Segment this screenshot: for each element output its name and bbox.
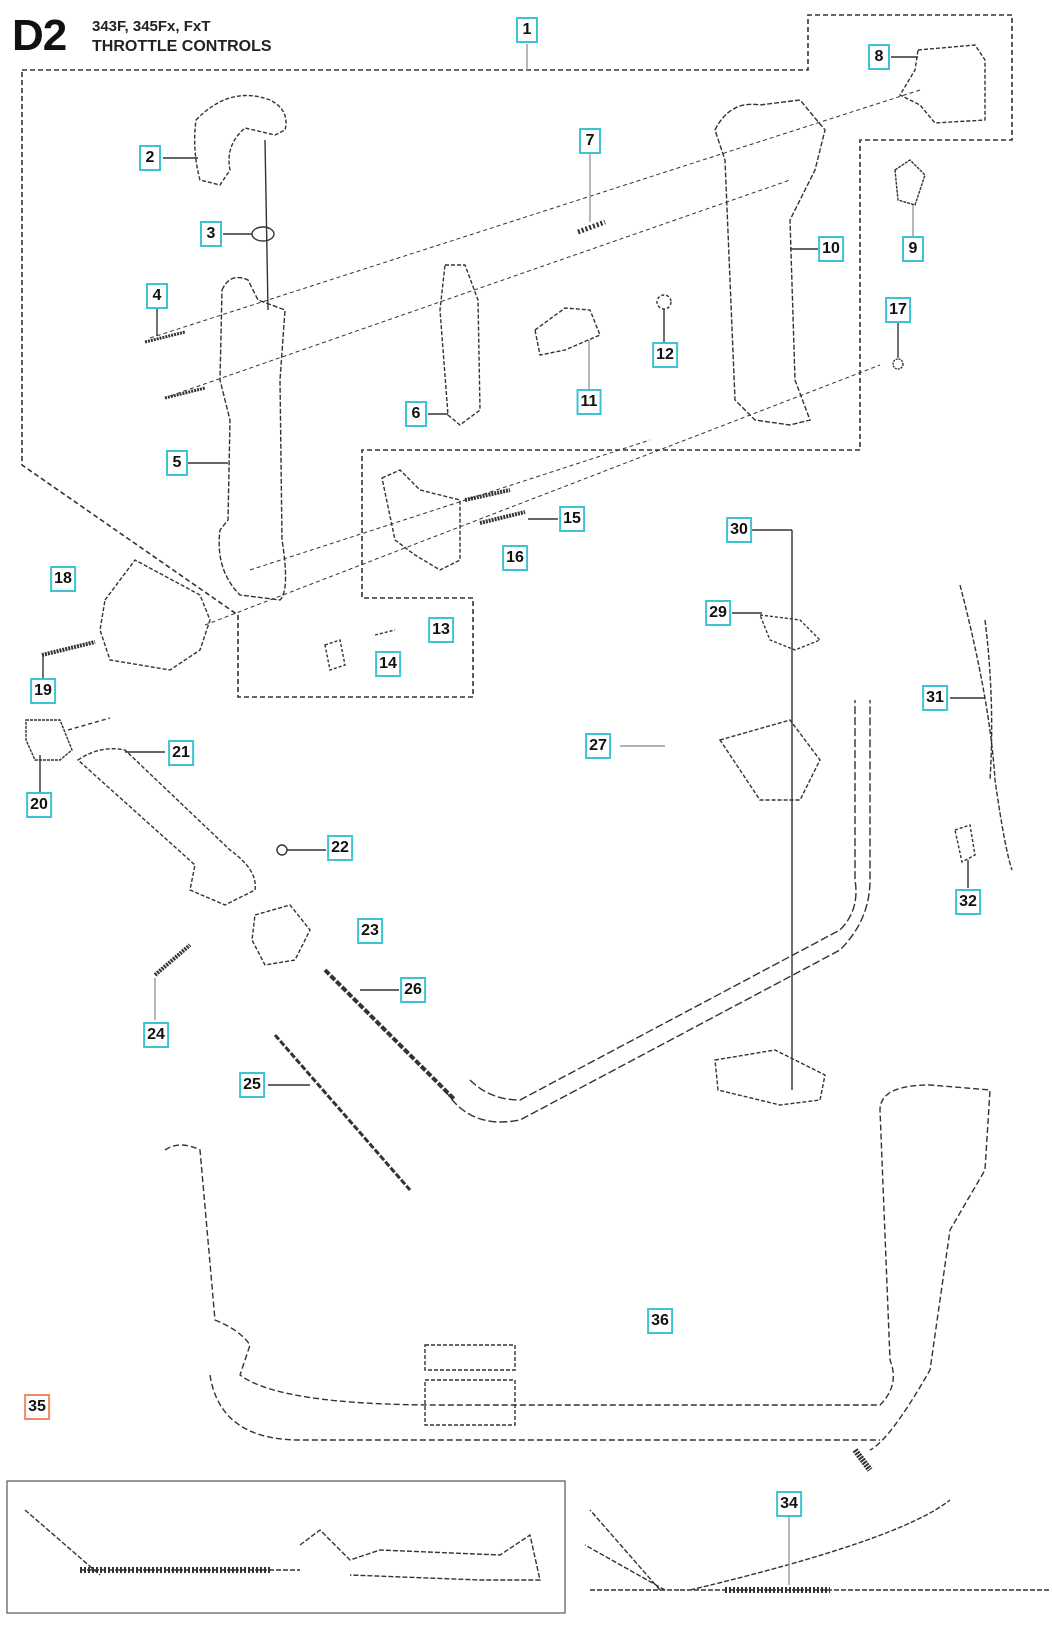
callout-2[interactable]: 2 — [139, 145, 161, 171]
callout-7[interactable]: 7 — [579, 128, 601, 154]
callout-1[interactable]: 1 — [516, 17, 538, 43]
callout-8[interactable]: 8 — [868, 44, 890, 70]
callout-14[interactable]: 14 — [375, 651, 401, 677]
callout-11[interactable]: 11 — [576, 389, 602, 415]
part-4-drawing — [144, 330, 206, 400]
callout-36[interactable]: 36 — [647, 1308, 673, 1334]
part-12-drawing — [656, 294, 672, 310]
part-24-drawing — [153, 943, 192, 977]
section-code: D2 — [12, 11, 67, 60]
part-11-drawing — [534, 307, 601, 356]
part-26-drawing — [323, 968, 457, 1102]
part-8-drawing — [899, 44, 986, 124]
callout-20[interactable]: 20 — [26, 792, 52, 818]
callout-6[interactable]: 6 — [405, 401, 427, 427]
callout-3[interactable]: 3 — [200, 221, 222, 247]
callout-34[interactable]: 34 — [776, 1491, 802, 1517]
part-6-drawing — [439, 264, 481, 426]
part-15-drawing — [479, 510, 526, 525]
part-16-drawing — [464, 488, 511, 502]
model-list: 343F, 345Fx, FxT — [92, 18, 211, 35]
callout-21[interactable]: 21 — [168, 740, 194, 766]
callout-16[interactable]: 16 — [502, 545, 528, 571]
callout-29[interactable]: 29 — [705, 600, 731, 626]
part-9-drawing — [894, 159, 926, 206]
callout-5[interactable]: 5 — [166, 450, 188, 476]
callout-27[interactable]: 27 — [585, 733, 611, 759]
callout-32[interactable]: 32 — [955, 889, 981, 915]
part-36-drawing — [164, 1084, 991, 1451]
callout-26[interactable]: 26 — [400, 977, 426, 1003]
handlebar-bent-drawing — [444, 700, 871, 1123]
part-3-drawing — [251, 226, 275, 242]
callout-19[interactable]: 19 — [30, 678, 56, 704]
page-title: THROTTLE CONTROLS — [92, 38, 272, 55]
inset-panel-left — [6, 1480, 566, 1614]
part-5-drawing — [218, 276, 287, 601]
part-32-drawing — [954, 824, 976, 864]
callout-15[interactable]: 15 — [559, 506, 585, 532]
part-23-drawing — [251, 904, 311, 966]
callout-35[interactable]: 35 — [24, 1394, 50, 1420]
callout-18[interactable]: 18 — [50, 566, 76, 592]
part-21-drawing — [76, 748, 256, 906]
part-13-drawing — [381, 469, 461, 571]
part-19-drawing — [41, 640, 96, 657]
callout-24[interactable]: 24 — [143, 1022, 169, 1048]
part-7-drawing — [577, 219, 606, 235]
callout-4[interactable]: 4 — [146, 283, 168, 309]
part-22-drawing — [276, 844, 288, 856]
callout-17[interactable]: 17 — [885, 297, 911, 323]
part-18-drawing — [99, 559, 211, 671]
callout-31[interactable]: 31 — [922, 685, 948, 711]
part-27-drawing — [718, 719, 821, 801]
part-2-drawing — [193, 94, 287, 186]
part-10-drawing — [714, 99, 826, 426]
callout-23[interactable]: 23 — [357, 918, 383, 944]
callout-10[interactable]: 10 — [818, 236, 844, 262]
assembly-1-boundary — [21, 14, 1013, 698]
callout-30[interactable]: 30 — [726, 517, 752, 543]
callout-9[interactable]: 9 — [902, 236, 924, 262]
part-31-drawing — [959, 584, 1013, 871]
part-34-drawing — [584, 1499, 1050, 1591]
callout-13[interactable]: 13 — [428, 617, 454, 643]
callout-25[interactable]: 25 — [239, 1072, 265, 1098]
part-29-drawing — [758, 614, 822, 651]
part-14-drawing — [324, 629, 396, 671]
part-17-drawing — [892, 358, 904, 370]
part-20-drawing — [25, 719, 73, 761]
callout-12[interactable]: 12 — [652, 342, 678, 368]
callout-22[interactable]: 22 — [327, 835, 353, 861]
part-25-drawing — [273, 1034, 412, 1191]
